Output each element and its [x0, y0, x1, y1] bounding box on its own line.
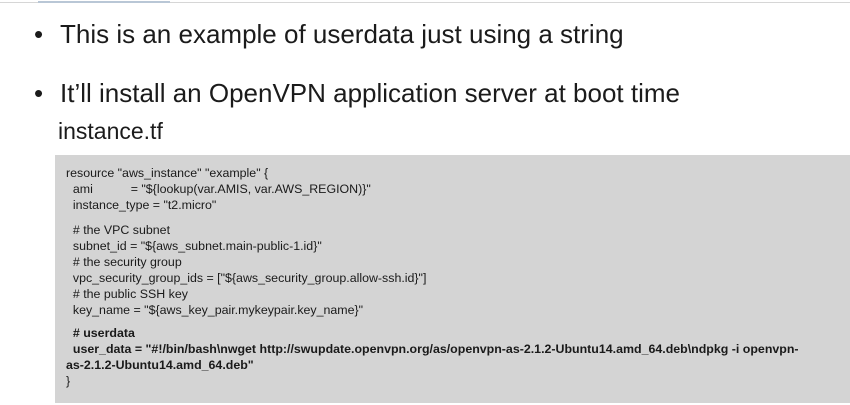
- bullet-item-userdata-string: • This is an example of userdata just usi…: [34, 18, 624, 50]
- bullet-glyph: •: [34, 19, 44, 49]
- code-line-user-data-continued: as-2.1.2-Ubuntu14.amd_64.deb": [66, 358, 254, 372]
- code-line-comment: # the security group: [66, 255, 182, 269]
- code-line: ami = "${lookup(var.AMIS, var.AWS_REGION…: [66, 182, 371, 196]
- code-line: instance_type = "t2.micro": [66, 198, 217, 212]
- code-line: subnet_id = "${aws_subnet.main-public-1.…: [66, 239, 322, 253]
- bullet-text: It’ll install an OpenVPN application ser…: [60, 78, 680, 108]
- top-divider: [0, 2, 850, 3]
- code-line-blank: [66, 213, 850, 222]
- code-line-comment: # the VPC subnet: [66, 223, 171, 237]
- bullet-item-openvpn-install: • It’ll install an OpenVPN application se…: [34, 77, 680, 109]
- code-line-user-data: user_data = "#!/bin/bash\nwget http://sw…: [66, 342, 799, 356]
- code-line: resource "aws_instance" "example" {: [66, 166, 269, 180]
- top-divider-accent: [38, 1, 170, 3]
- code-line-comment-userdata: # userdata: [66, 326, 135, 340]
- code-block: resource "aws_instance" "example" { ami …: [55, 155, 850, 403]
- code-filename: instance.tf: [58, 118, 163, 144]
- code-line: vpc_security_group_ids = ["${aws_securit…: [66, 271, 427, 285]
- code-line-closing-brace: }: [66, 374, 71, 388]
- bullet-glyph: •: [34, 78, 44, 108]
- bullet-text: This is an example of userdata just usin…: [60, 19, 624, 49]
- code-line-comment: # the public SSH key: [66, 287, 188, 301]
- code-line: key_name = "${aws_key_pair.mykeypair.key…: [66, 303, 364, 317]
